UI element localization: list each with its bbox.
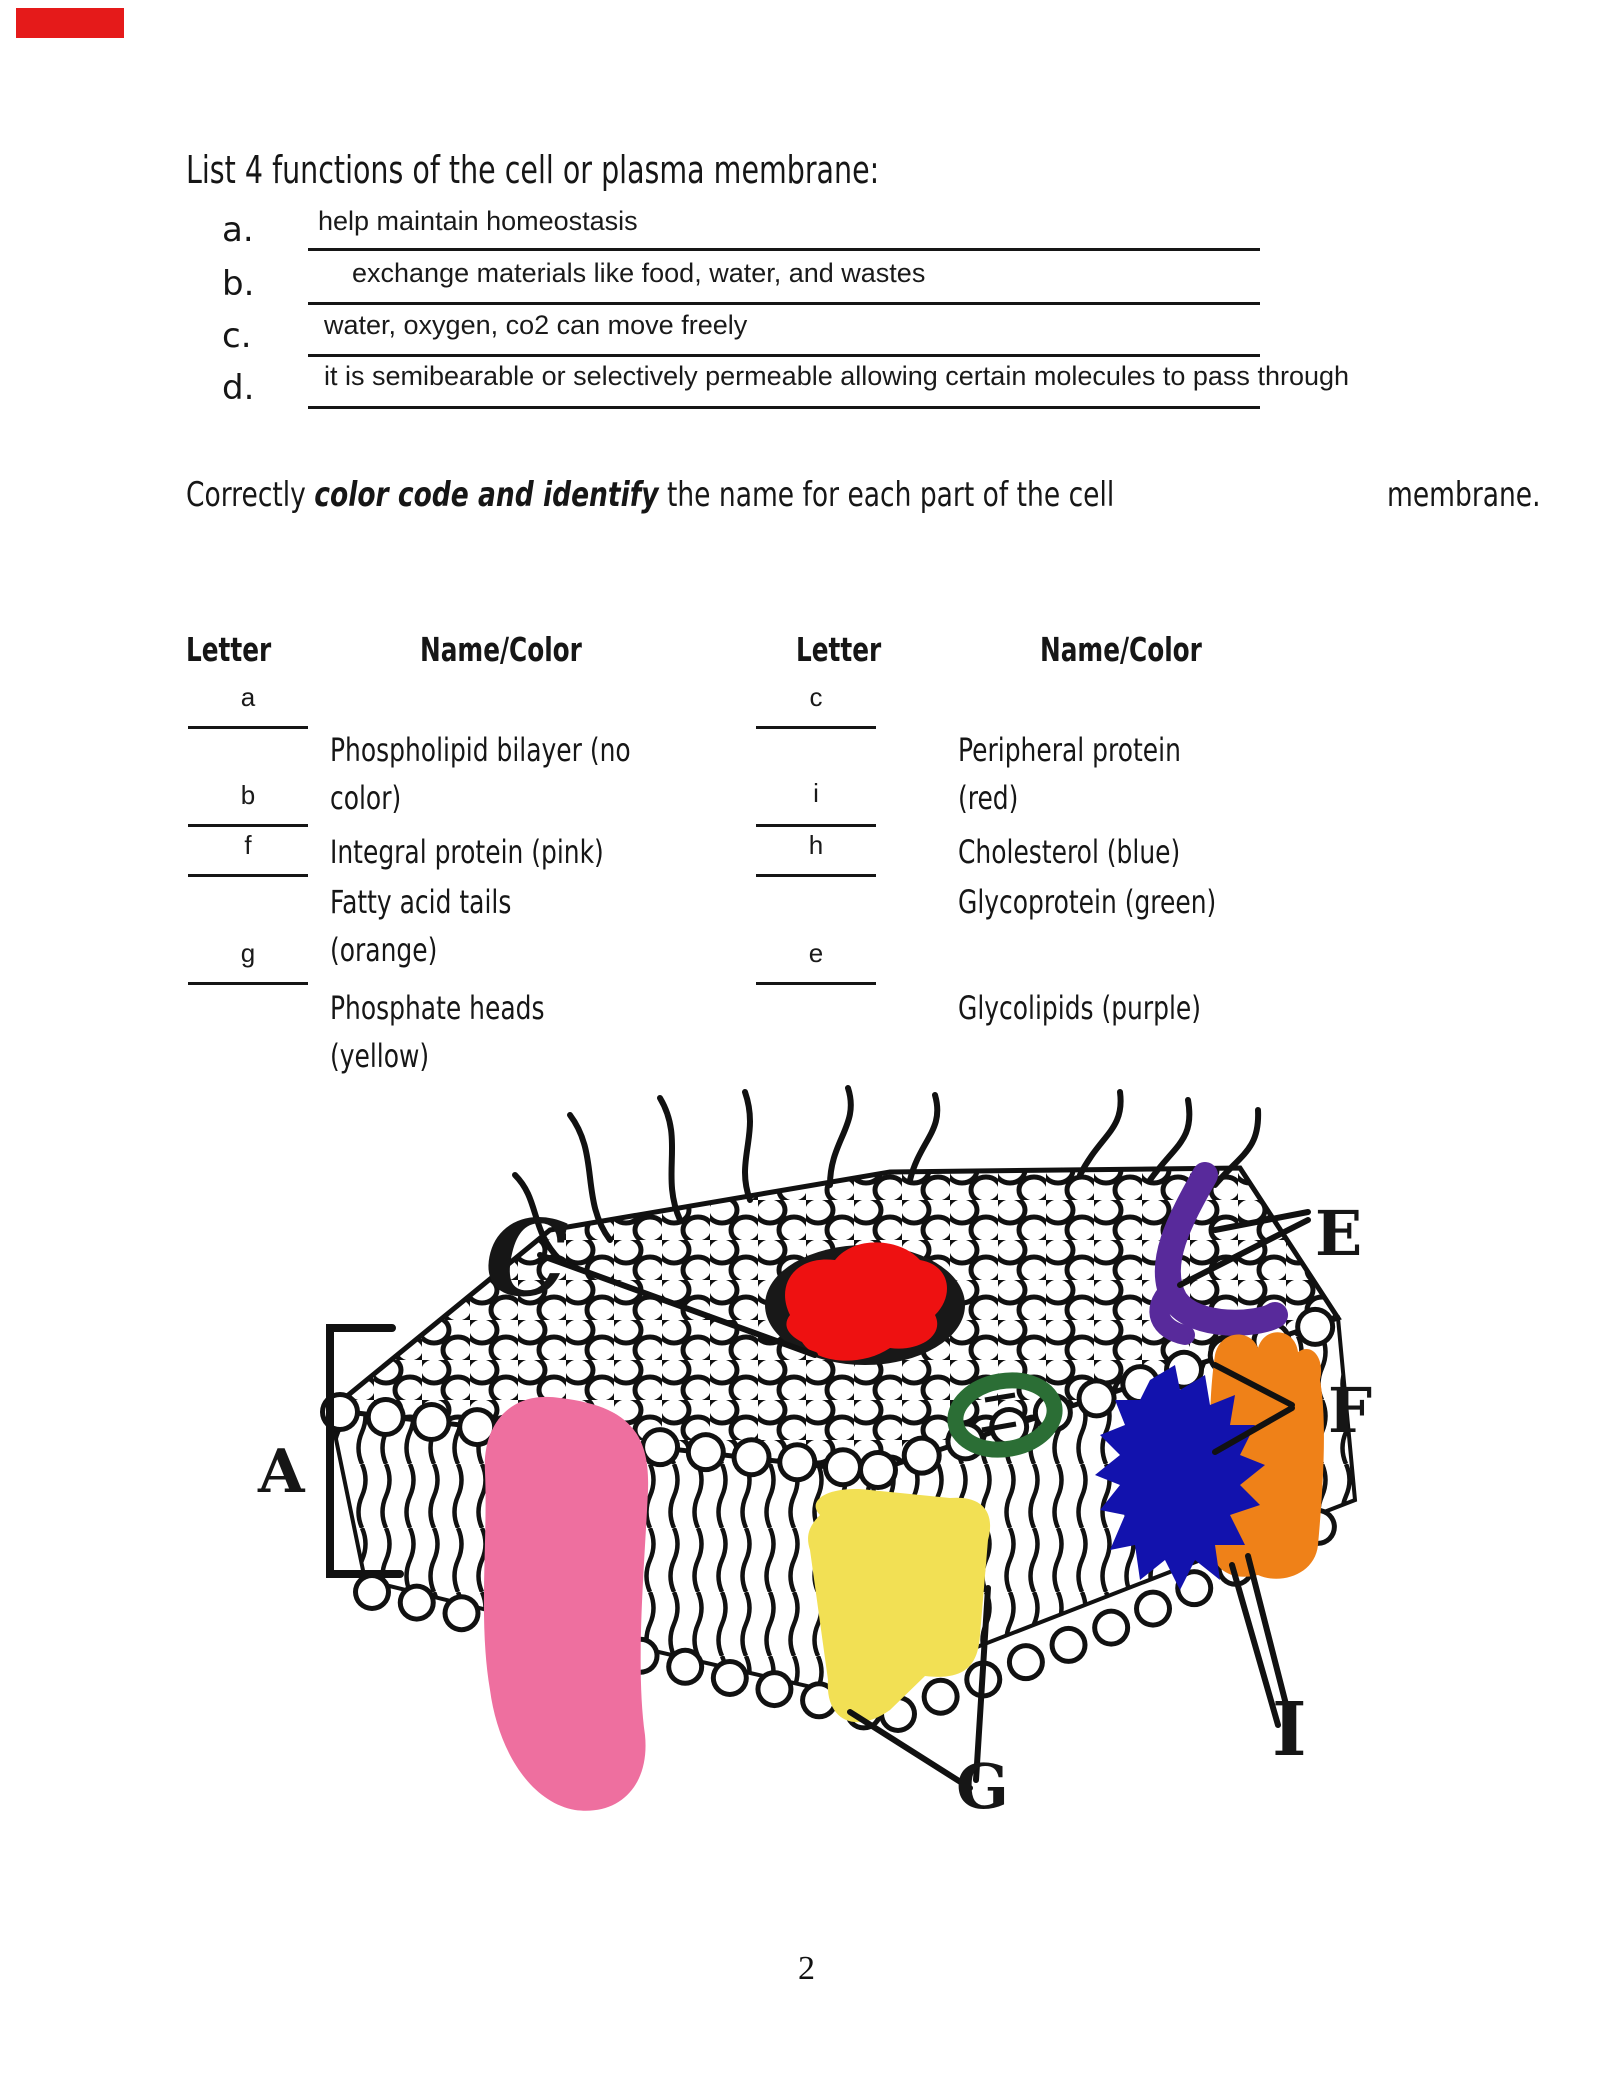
- pointer-line-i2: [1245, 1553, 1293, 1723]
- item-c-answer-line[interactable]: [308, 354, 1260, 357]
- label-e: E: [1315, 1197, 1362, 1270]
- functions-title-text: List 4 functions of the cell or plasma m…: [186, 148, 880, 192]
- table-header-namecolor-1: Name/Color: [420, 630, 582, 669]
- letter-blank-line[interactable]: [188, 982, 308, 985]
- label-g: G: [956, 1750, 1009, 1823]
- table-name-cholesterol: Cholesterol (blue): [958, 833, 1181, 871]
- item-a-label: a.: [222, 210, 254, 250]
- item-c-label: c.: [222, 316, 252, 356]
- letter-blank-line[interactable]: [756, 726, 876, 729]
- pointer-line-c: [537, 1252, 818, 1358]
- blank-letter-g: g: [240, 938, 256, 968]
- color-code-instruction: Correctly color code and identify the na…: [186, 468, 1584, 522]
- bottom-bead-row: [358, 1578, 896, 1730]
- letter-blank-line[interactable]: [756, 824, 876, 827]
- item-b-answer-line[interactable]: [308, 302, 1260, 305]
- table-name-fatty-acid: Fatty acid tails (orange): [330, 883, 512, 969]
- item-c-answer: water, oxygen, co2 can move freely: [324, 310, 748, 340]
- pointer-line-g2: [973, 1585, 991, 1783]
- table-header-letter-2: Letter: [796, 630, 882, 669]
- cell-membrane-diagram: C E F A I G: [257, 1085, 1372, 1823]
- letter-blank-line[interactable]: [188, 874, 308, 877]
- letter-blank-line[interactable]: [756, 874, 876, 877]
- phosphate-heads-yellow: [808, 1489, 991, 1723]
- item-d-label: d.: [222, 368, 255, 408]
- letter-blank-line[interactable]: [188, 824, 308, 827]
- letter-blank-line[interactable]: [756, 982, 876, 985]
- label-c: C: [485, 1196, 569, 1320]
- glycoprotein-green-circle: [947, 1372, 1063, 1458]
- instruction-emphasis: color code and identify: [314, 475, 659, 515]
- peripheral-protein-red: [785, 1242, 947, 1361]
- carbohydrate-chains: [512, 1085, 1262, 1263]
- item-b-answer: exchange materials like food, water, and…: [352, 258, 926, 288]
- pointer-line-f1: [1212, 1362, 1295, 1408]
- glycolipids-purple-branch: [1149, 1280, 1195, 1345]
- glycoprotein-sketch: [981, 1392, 1017, 1433]
- item-b-label: b.: [222, 264, 255, 304]
- blank-letter-i: i: [813, 778, 819, 808]
- letter-blank-line[interactable]: [188, 726, 308, 729]
- table-name-glycolipids: Glycolipids (purple): [958, 989, 1202, 1027]
- head-bead-row: [863, 1307, 1345, 1485]
- blank-letter-e: e: [808, 938, 824, 968]
- table-name-phospholipid: Phospholipid bilayer (no color): [330, 731, 631, 817]
- fatty-acid-tails-orange: [1209, 1332, 1324, 1579]
- instruction-line2: membrane.: [1386, 475, 1541, 515]
- functions-title: List 4 functions of the cell or plasma m…: [186, 148, 1110, 192]
- table-name-integral: Integral protein (pink): [330, 833, 604, 871]
- blank-letter-f: f: [244, 830, 252, 860]
- table-name-phosphate: Phosphate heads (yellow): [330, 989, 545, 1075]
- bracket-a: [326, 1324, 404, 1578]
- instruction-suffix: the name for each part of the cell: [658, 475, 1115, 515]
- pointer-lines: [326, 1209, 1311, 1791]
- pointer-line-e2: [1177, 1217, 1311, 1288]
- glycolipids-purple: [1154, 1162, 1288, 1336]
- pointer-line-e1: [1212, 1209, 1311, 1233]
- table-header-namecolor-2: Name/Color: [1040, 630, 1202, 669]
- blank-letter-a: a: [240, 682, 256, 712]
- label-f: F: [1328, 1374, 1372, 1447]
- label-i: I: [1272, 1687, 1307, 1773]
- instruction-prefix: Correctly: [186, 475, 315, 515]
- item-a-answer-line[interactable]: [308, 248, 1260, 251]
- cholesterol-blue: [1095, 1365, 1265, 1590]
- table-header-letter-1: Letter: [186, 630, 272, 669]
- table-name-peripheral: Peripheral protein (red): [958, 731, 1181, 817]
- blank-letter-c: c: [809, 682, 823, 712]
- integral-protein-pink: [483, 1396, 649, 1811]
- pointer-line-f2: [1212, 1405, 1295, 1455]
- pointer-line-g1: [847, 1709, 973, 1791]
- blank-letter-b: b: [240, 780, 256, 810]
- item-d-answer-line[interactable]: [308, 406, 1260, 409]
- item-a-answer: help maintain homeostasis: [318, 206, 638, 236]
- red-corner-mark: [16, 8, 124, 38]
- blank-letter-h: h: [808, 830, 824, 860]
- item-d-answer: it is semibearable or selectively permea…: [324, 361, 1350, 391]
- pointer-line-i1: [1229, 1562, 1281, 1728]
- table-name-glycoprotein: Glycoprotein (green): [958, 883, 1217, 921]
- label-a: A: [257, 1437, 306, 1507]
- page-number: 2: [798, 1950, 815, 1987]
